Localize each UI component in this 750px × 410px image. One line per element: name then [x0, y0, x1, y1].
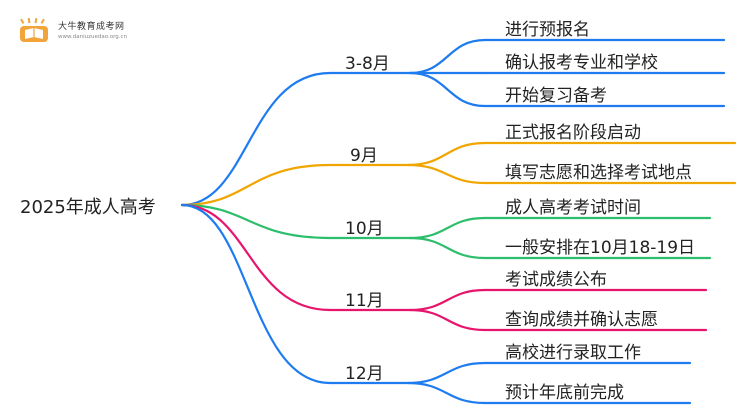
branch-connector — [180, 71, 332, 207]
leaf-label: 考试成绩公布 — [505, 270, 607, 290]
leaf-connector — [406, 163, 487, 185]
branch-label: 12月 — [345, 364, 384, 384]
branch-label: 9月 — [350, 146, 378, 166]
graduation-book-icon — [20, 18, 48, 42]
leaf-label: 高校进行录取工作 — [505, 343, 641, 363]
site-logo: 大牛教育成考网 www.daniuzuedao.org.cn — [14, 18, 144, 46]
leaf-connector — [408, 38, 487, 75]
leaf-connector — [406, 361, 487, 385]
leaf-label: 开始复习备考 — [505, 86, 607, 106]
leaf-connector — [408, 71, 487, 108]
branch-label: 3-8月 — [345, 54, 390, 74]
branch-connector — [180, 203, 332, 312]
logo-url: www.daniuzuedao.org.cn — [58, 34, 128, 41]
leaf-connector — [408, 288, 487, 312]
leaf-connector — [408, 236, 487, 260]
root-topic: 2025年成人高考 — [20, 197, 156, 218]
branch-connector — [180, 203, 332, 240]
leaf-connector — [406, 381, 487, 405]
leaf-label: 进行预报名 — [505, 20, 590, 40]
branch-label: 11月 — [345, 291, 384, 311]
leaf-connector — [406, 141, 487, 167]
branch-label: 10月 — [345, 219, 384, 239]
branch-connector — [180, 163, 332, 207]
leaf-label: 一般安排在10月18-19日 — [505, 238, 696, 258]
leaf-connector — [408, 216, 487, 240]
logo-name: 大牛教育成考网 — [58, 22, 125, 33]
leaf-label: 确认报考专业和学校 — [505, 53, 658, 73]
leaf-label: 填写志愿和选择考试地点 — [505, 163, 692, 183]
branch-connector — [180, 203, 332, 385]
leaf-label: 预计年底前完成 — [505, 383, 624, 403]
leaf-label: 正式报名阶段启动 — [505, 123, 641, 143]
leaf-label: 查询成绩并确认志愿 — [505, 310, 658, 330]
leaf-label: 成人高考考试时间 — [505, 198, 641, 218]
leaf-connector — [408, 308, 487, 332]
